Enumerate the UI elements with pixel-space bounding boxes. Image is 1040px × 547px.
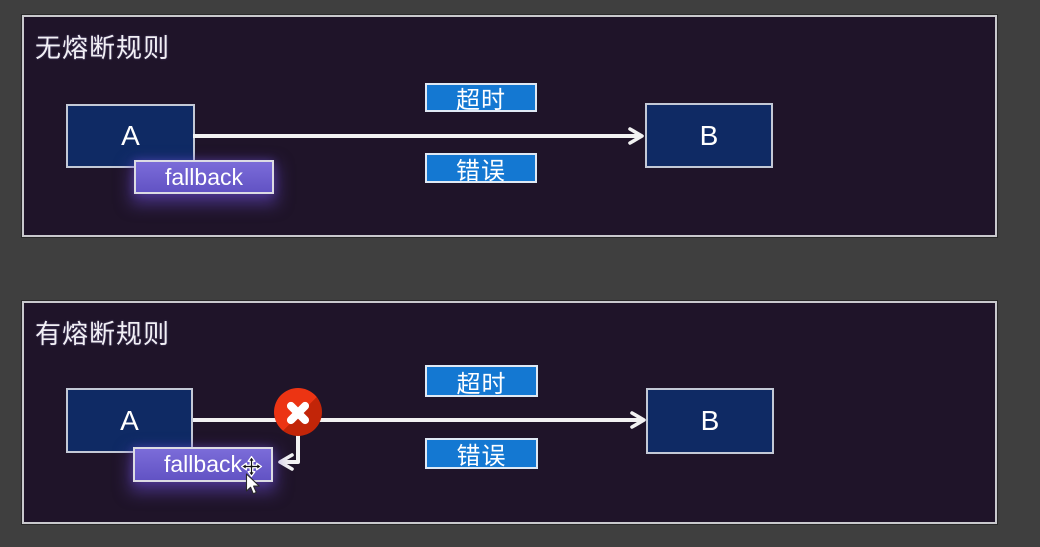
- panel-with-breaker-rule: 有熔断规则 A fallback 超时 错误: [22, 301, 997, 524]
- service-node-b: B: [646, 388, 774, 454]
- pointer-cursor-icon: [245, 473, 262, 501]
- timeout-label: 超时: [425, 83, 537, 114]
- x-circle-icon: [274, 388, 322, 436]
- node-b-label: B: [699, 119, 719, 151]
- timeout-text: 超时: [456, 87, 506, 114]
- node-b-label: B: [700, 405, 720, 436]
- fallback-label: fallback: [165, 163, 243, 190]
- service-node-b: B: [645, 103, 773, 168]
- error-label: 错误: [425, 438, 538, 470]
- flow-arrow-a-to-b: [193, 127, 644, 145]
- error-text: 错误: [456, 157, 506, 185]
- node-a-label: A: [121, 120, 140, 151]
- panel-title: 无熔断规则: [35, 33, 171, 63]
- error-label: 错误: [425, 153, 537, 185]
- fallback-label: fallback: [164, 451, 242, 477]
- flow-arrows: [193, 411, 646, 471]
- fallback-box: fallback: [134, 160, 274, 194]
- move-cursor-icon: [239, 454, 264, 484]
- timeout-text: 超时: [456, 370, 507, 398]
- fallback-box[interactable]: fallback: [133, 447, 273, 482]
- service-node-a: A: [66, 388, 193, 453]
- service-node-a: A: [66, 104, 195, 168]
- panel-title: 有熔断规则: [35, 319, 171, 349]
- flow-arrow-to-fallback: [278, 429, 300, 471]
- panel-no-breaker-rule: 无熔断规则 A fallback 超时 错误 B: [22, 15, 997, 237]
- error-text: 错误: [456, 443, 507, 470]
- timeout-label: 超时: [425, 365, 538, 398]
- node-a-label: A: [120, 404, 139, 436]
